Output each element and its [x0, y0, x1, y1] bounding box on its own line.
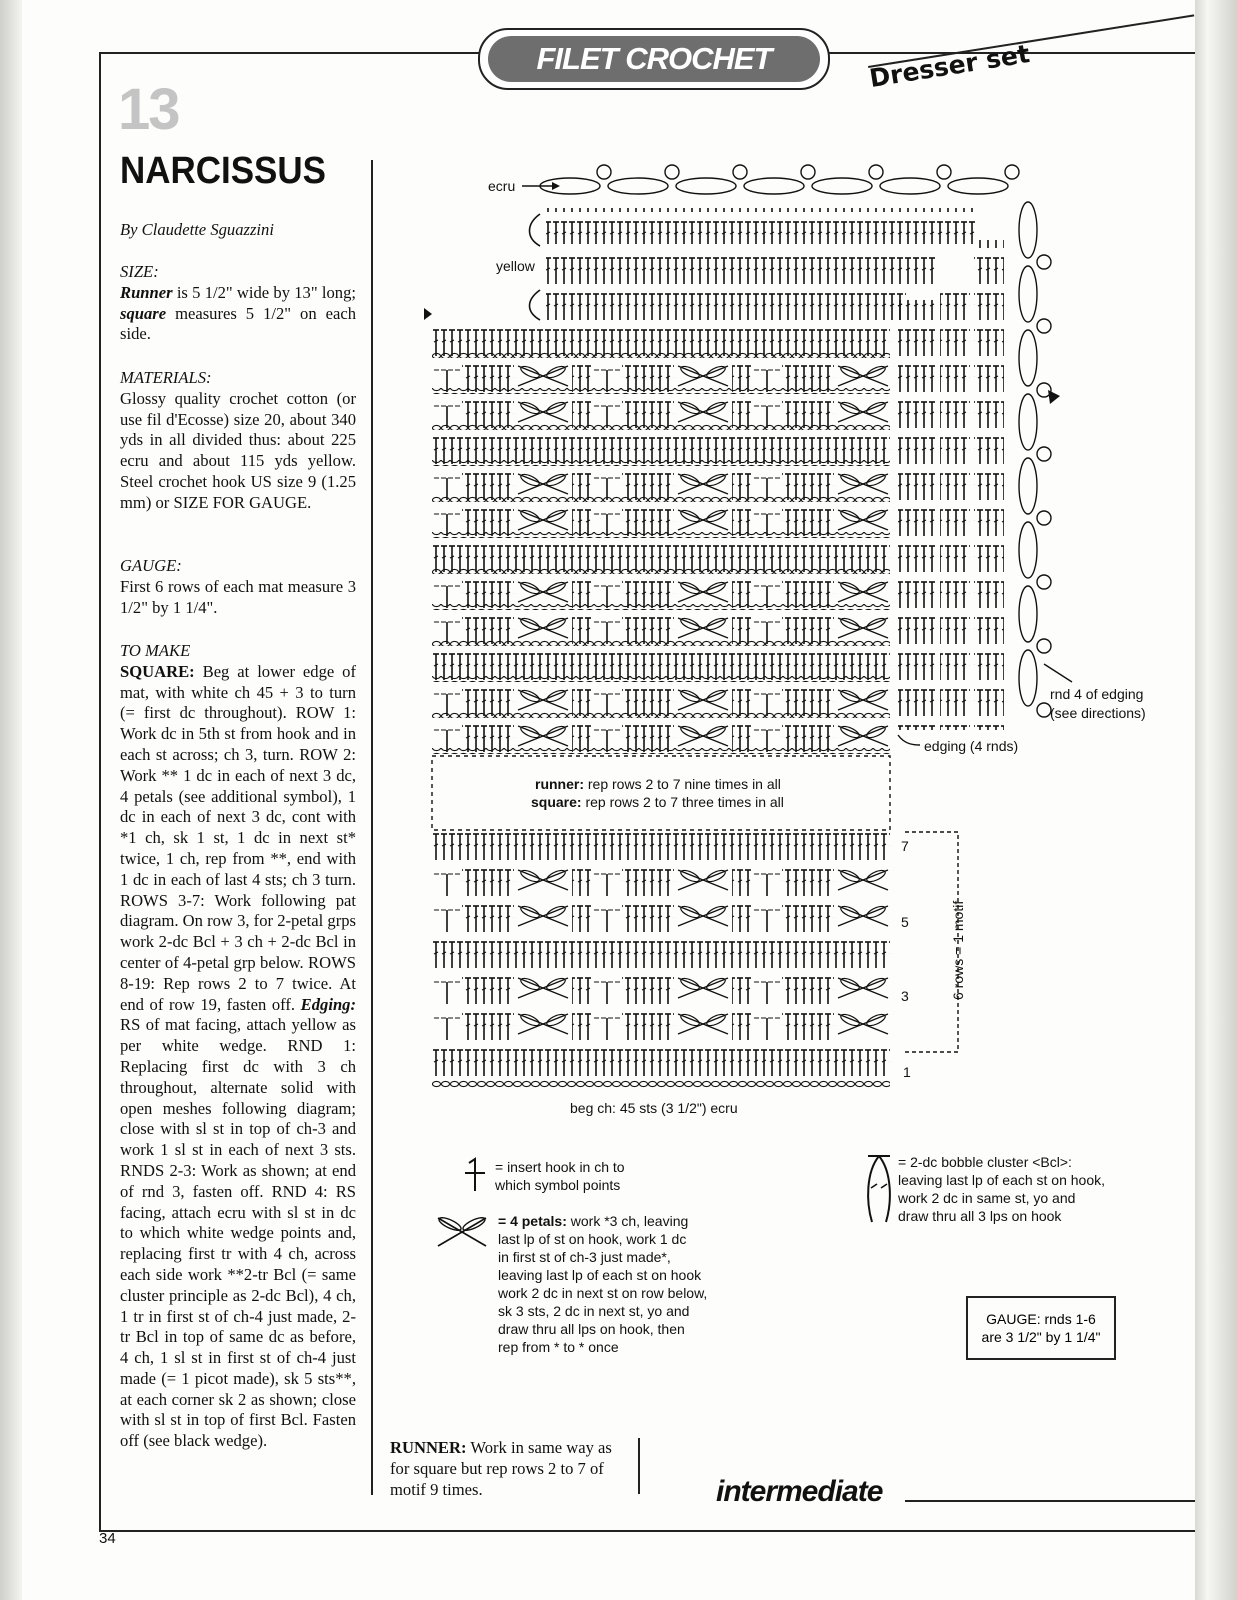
picot: [1037, 447, 1051, 461]
picot-cluster: [1019, 522, 1037, 578]
picot: [1037, 319, 1051, 333]
chain-row: [432, 748, 890, 754]
black-wedge-end: [1048, 390, 1060, 404]
picot: [1037, 703, 1051, 717]
edging-top-3: [546, 288, 906, 322]
motif-label: 6 rows = 1 motif: [950, 901, 966, 1000]
chain-row: [432, 496, 890, 502]
row-number-1: 1: [903, 1064, 911, 1080]
picot-cluster: [1019, 586, 1037, 642]
bobble-cluster-icon: [862, 1152, 896, 1226]
chain-row: [432, 460, 890, 466]
picot: [869, 165, 883, 179]
picot: [1037, 511, 1051, 525]
label-yellow: yellow: [496, 258, 535, 274]
edging-top-2: [546, 248, 936, 284]
picot: [597, 165, 611, 179]
beginning-chain: [432, 1080, 890, 1088]
beg-chain-label: beg ch: 45 sts (3 1/2") ecru: [570, 1100, 738, 1116]
label-edging: edging (4 rnds): [924, 738, 1018, 754]
repeat-box: [432, 756, 890, 830]
petal-motif-row: [432, 902, 890, 938]
label-rnd4-see: (see directions): [1050, 705, 1146, 721]
picot: [1005, 165, 1019, 179]
chain-row: [432, 712, 890, 718]
petal-motif-row: [432, 1010, 890, 1046]
label-runner-reps: runner: rep rows 2 to 7 nine times in al…: [535, 776, 781, 792]
chain-row: [432, 640, 890, 646]
insert-hook-icon: [460, 1155, 490, 1195]
four-petals-icon: [432, 1212, 492, 1252]
edging-rnd-3: [974, 240, 1004, 730]
edging-rnd-1: [898, 300, 936, 730]
solid-dc-row: [432, 938, 890, 974]
rnd4-pointer: [1044, 664, 1072, 682]
picot-cluster: [1019, 266, 1037, 322]
label-square-reps: square: rep rows 2 to 7 three times in a…: [531, 794, 784, 810]
petal-motif-row: [432, 866, 890, 902]
picot: [1037, 639, 1051, 653]
picot: [665, 165, 679, 179]
picot: [1037, 255, 1051, 269]
picot-cluster: [608, 178, 668, 194]
picot-cluster: [1019, 330, 1037, 386]
chain-row: [432, 532, 890, 538]
picot-cluster: [1019, 650, 1037, 706]
yellow-bracket-top: [530, 214, 541, 246]
chain-row: [432, 568, 890, 574]
picot-cluster: [676, 178, 736, 194]
chain-row: [432, 388, 890, 394]
ecru-arrowhead: [552, 182, 560, 190]
solid-dc-row: [432, 830, 890, 866]
legend-petals: = 4 petals: work *3 ch, leaving last lp …: [498, 1212, 707, 1356]
yellow-bracket-bottom: [530, 290, 541, 320]
petal-motif-row: [432, 974, 890, 1010]
picot-cluster: [880, 178, 940, 194]
chain-row: [432, 676, 890, 682]
edging-pointer: [898, 735, 920, 745]
picot-cluster: [1019, 458, 1037, 514]
row-number-5: 5: [901, 914, 909, 930]
label-ecru: ecru: [488, 178, 515, 194]
picot: [937, 165, 951, 179]
picot-cluster: [1019, 394, 1037, 450]
picot-cluster: [1019, 202, 1037, 258]
picot-cluster: [812, 178, 872, 194]
edging-top-1: [546, 208, 976, 244]
picot-cluster: [948, 178, 1008, 194]
chain-row: [432, 604, 890, 610]
chain-row: [432, 424, 890, 430]
solid-dc-row: [432, 1046, 890, 1082]
picot: [1037, 575, 1051, 589]
edging-rnd-2: [940, 290, 970, 730]
picot-cluster: [744, 178, 804, 194]
legend-bobble: = 2-dc bobble cluster <Bcl>: leaving las…: [898, 1153, 1105, 1225]
white-wedge-start: [424, 308, 432, 320]
row-number-3: 3: [901, 988, 909, 1004]
label-rnd4: rnd 4 of edging: [1050, 686, 1143, 702]
chain-row: [432, 352, 890, 358]
picot: [733, 165, 747, 179]
picot: [801, 165, 815, 179]
row-number-7: 7: [901, 838, 909, 854]
